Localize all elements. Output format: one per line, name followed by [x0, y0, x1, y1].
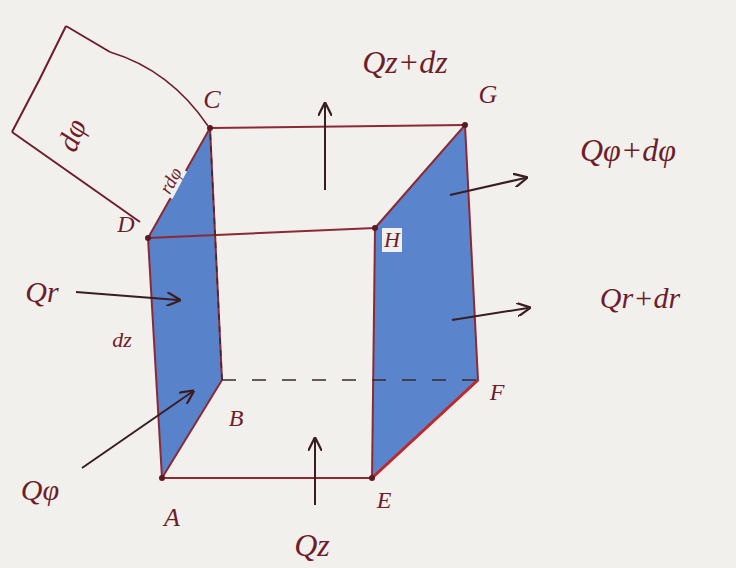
- vertex-letter: G: [477, 81, 500, 109]
- heat-flow-arrows: [76, 105, 528, 505]
- vertex-letter: A: [162, 504, 182, 532]
- edge-cg: [210, 125, 465, 128]
- vertex-letter: H: [382, 228, 402, 252]
- bracket-arc: [110, 52, 208, 126]
- quantity-label: dz: [110, 328, 134, 352]
- angle-bracket: [12, 26, 66, 132]
- edge-ae: [162, 477, 372, 479]
- vertex-letter: B: [227, 405, 246, 431]
- right-face: [372, 125, 478, 478]
- quantity-label: Qr+dr: [598, 282, 682, 314]
- quantity-label: dφ: [50, 112, 93, 157]
- quantity-label: Qz+dz: [360, 45, 450, 79]
- bracket-tick: [66, 26, 110, 52]
- vertex-letter: E: [375, 487, 394, 513]
- vertex-letter: C: [201, 86, 222, 114]
- quantity-label: Qφ+dφ: [578, 133, 678, 167]
- left-face: [148, 128, 222, 478]
- hidden-edge: [210, 128, 222, 380]
- quantity-label: rdφ: [154, 162, 187, 199]
- quantity-label: Qz: [292, 528, 332, 562]
- quantity-label: Qr: [23, 276, 60, 308]
- edge-ef: [372, 380, 478, 478]
- quantity-label: Qφ: [19, 474, 61, 506]
- vertex-letter: D: [115, 211, 136, 237]
- hidden-edge: [222, 379, 478, 381]
- vertex-letter: F: [488, 379, 507, 405]
- edge-dh: [148, 228, 375, 238]
- corner-dots: [145, 122, 468, 481]
